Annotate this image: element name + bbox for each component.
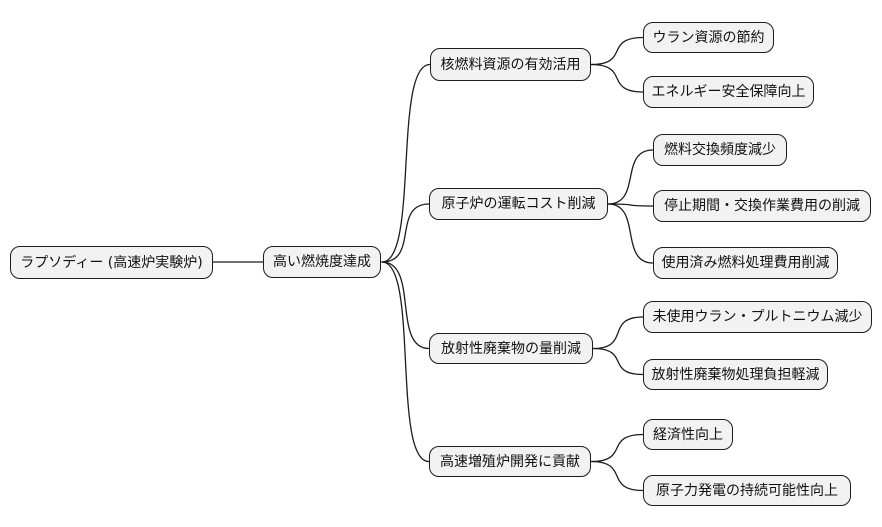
mindmap-leaf-refuel-frequency: 燃料交換頻度減少: [653, 134, 787, 166]
edge-branch4-leaf2: [590, 460, 644, 492]
mindmap-leaf-unused-uranium-plutonium: 未使用ウラン・プルトニウム減少: [643, 301, 872, 333]
edge-hub-branch2: [381, 203, 430, 263]
mindmap-node-root: ラプソディー (高速炉実験炉): [10, 246, 213, 279]
mindmap-leaf-shutdown-cost: 停止期間・交換作業費用の削減: [653, 190, 871, 222]
mindmap-leaf-spent-fuel-cost: 使用済み燃料処理費用削減: [653, 247, 838, 279]
edge-branch2-leaf2: [607, 203, 654, 207]
mindmap-branch-breeder-development: 高速増殖炉開発に貢献: [429, 446, 591, 477]
edge-hub-branch1: [381, 63, 431, 263]
mindmap-branch-operating-cost: 原子炉の運転コスト削減: [429, 188, 608, 220]
mindmap-leaf-waste-processing-burden: 放射性廃棄物処理負担軽減: [643, 359, 828, 390]
mindmap-node-hub: 高い燃焼度達成: [263, 246, 381, 278]
mindmap-leaf-economic-improvement: 経済性向上: [643, 419, 733, 450]
mindmap-leaf-sustainability: 原子力発電の持続可能性向上: [643, 475, 851, 506]
edge-branch2-leaf3: [607, 203, 654, 264]
edge-branch3-leaf2: [592, 347, 644, 376]
edge-branch1-leaf2: [590, 63, 644, 93]
edge-hub-branch4: [381, 261, 430, 463]
mindmap-branch-waste-reduction: 放射性廃棄物の量削減: [429, 333, 593, 364]
edge-branch4-leaf1: [590, 433, 644, 463]
mindmap-leaf-energy-security: エネルギー安全保障向上: [643, 76, 814, 108]
edge-branch3-leaf1: [592, 316, 644, 350]
edge-branch2-leaf1: [607, 149, 654, 205]
mindmap-branch-fuel-resources: 核燃料資源の有効活用: [430, 48, 591, 81]
edge-branch1-leaf1: [590, 36, 644, 66]
edge-hub-branch3: [381, 261, 430, 350]
mindmap-leaf-uranium-saving: ウラン資源の節約: [643, 22, 774, 53]
